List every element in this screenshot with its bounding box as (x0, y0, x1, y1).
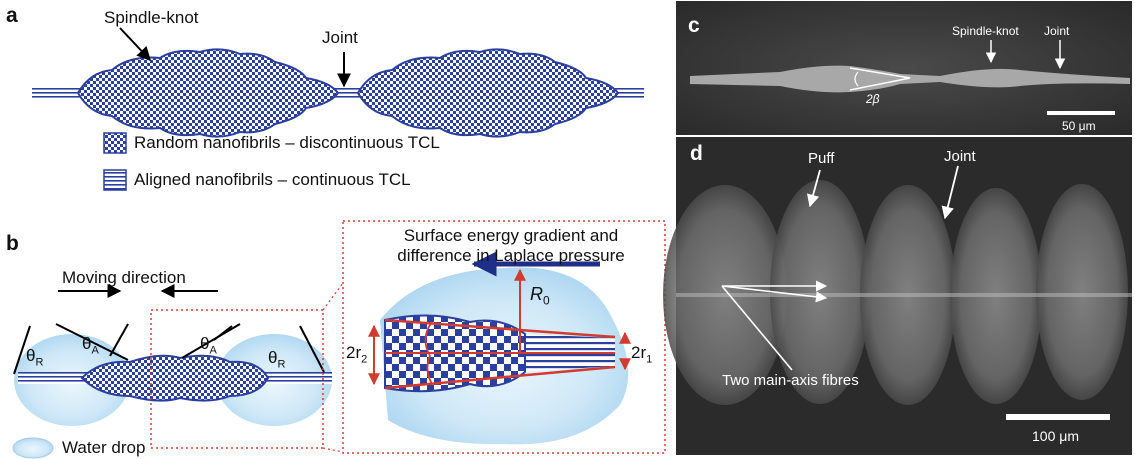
zoom-title-line-2: difference in Laplace pressure (397, 246, 625, 265)
zoom-title-line-1: Surface energy gradient and (403, 226, 619, 245)
fibres-label: Two main-axis fibres (722, 372, 859, 389)
panel-letter-a: a (6, 4, 18, 27)
theta-a-left-label: θA (82, 334, 99, 357)
panel-a-fibre (32, 27, 644, 191)
water-drop-legend-swatch (12, 437, 54, 459)
scale-bar-label-d: 100 μm (1032, 428, 1079, 444)
theta-r-right-label: θR (268, 348, 286, 371)
water-drop-label: Water drop (62, 438, 146, 457)
r0-label: R0 (530, 284, 550, 308)
panel-b-zoom-inset (342, 220, 666, 454)
panel-c-micrograph (676, 1, 1132, 135)
puff-label: Puff (808, 150, 835, 167)
legend-aligned: Aligned nanofibrils – continuous TCL (134, 170, 411, 189)
panel-d-micrograph (663, 137, 1132, 455)
panel-letter-c: c (688, 14, 700, 37)
panel-letter-b: b (6, 232, 19, 255)
joint-label-a: Joint (322, 28, 358, 47)
zoom-title: Surface energy gradient and difference i… (366, 226, 656, 266)
theta-r-left-label: θR (26, 346, 44, 369)
moving-direction-label: Moving direction (62, 268, 186, 287)
panel-b-left-schematic (12, 282, 344, 459)
panel-letter-d: d (690, 142, 703, 165)
joint-label-c: Joint (1044, 24, 1070, 38)
angle-label-c: 2β (866, 92, 880, 106)
scale-bar-label-c: 50 μm (1062, 119, 1096, 133)
joint-label-d: Joint (944, 148, 976, 165)
spindle-knot-label-c: Spindle-knot (952, 24, 1019, 38)
legend-swatch-random (103, 132, 127, 154)
legend-random: Random nanofibrils – discontinuous TCL (134, 133, 440, 152)
two-r1-label: 2r1 (631, 343, 653, 366)
spindle-knot-label-a: Spindle-knot (104, 8, 199, 27)
legend-swatch-aligned (103, 169, 127, 191)
two-r2-label: 2r2 (346, 343, 368, 366)
theta-a-right-label: θA (200, 334, 217, 357)
